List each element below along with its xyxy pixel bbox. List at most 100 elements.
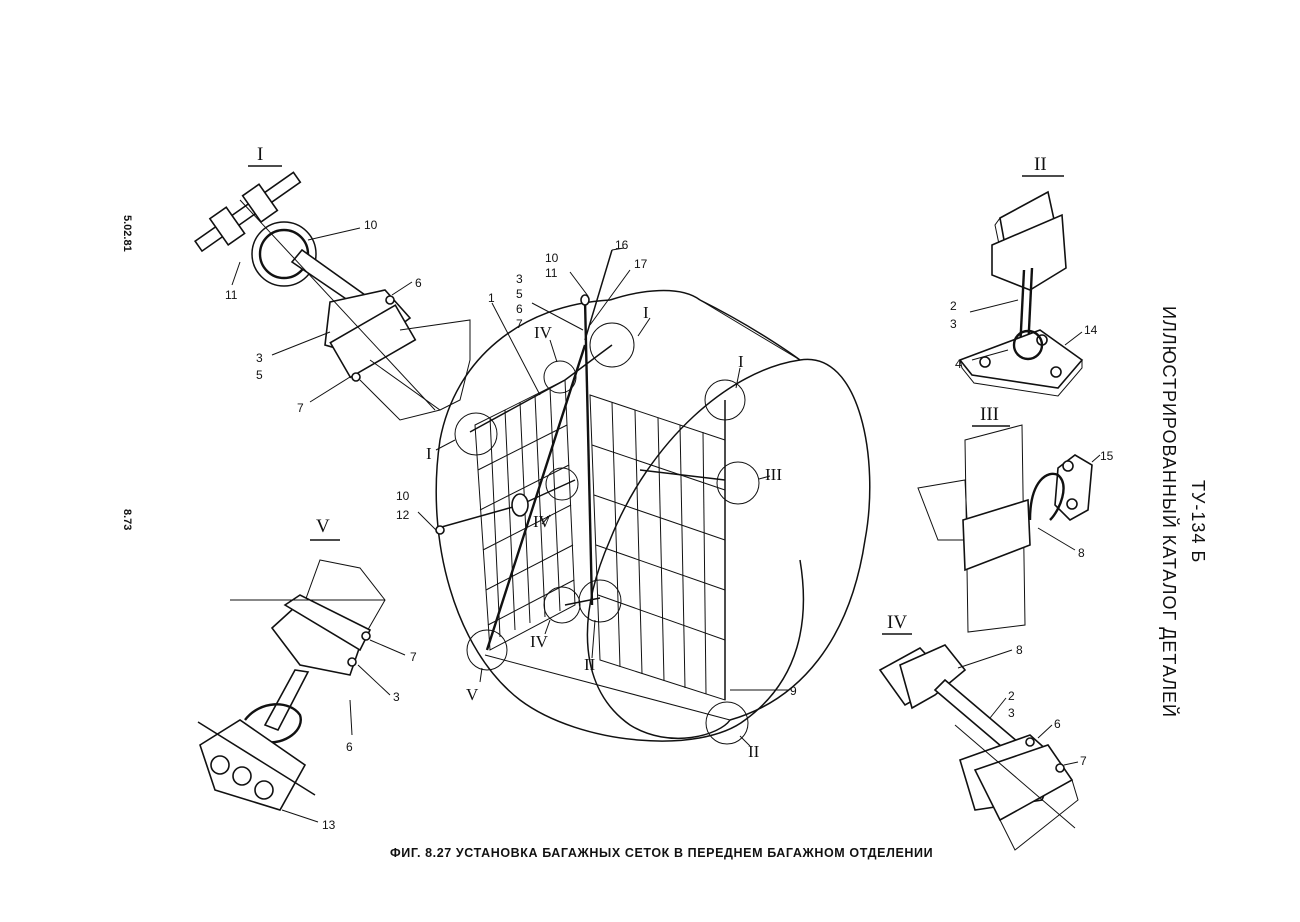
ref-3: 3 xyxy=(516,272,523,286)
callout-circle xyxy=(466,629,508,671)
base-bracket xyxy=(199,719,307,811)
view-title-III: III xyxy=(980,404,999,425)
hook xyxy=(511,493,529,517)
strap xyxy=(639,469,726,481)
fitting xyxy=(435,525,445,535)
callout-label-V: V xyxy=(466,685,479,704)
ref-11: 11 xyxy=(545,266,558,280)
strap-band xyxy=(329,304,417,379)
callout-label-I: I xyxy=(738,352,744,371)
hook-frame xyxy=(991,213,1067,291)
view-title-I: I xyxy=(257,144,263,165)
compartment-left-arc xyxy=(609,289,701,301)
detail-view-II: II 2 3 4 14 xyxy=(950,154,1098,397)
strap xyxy=(564,597,601,606)
strap xyxy=(583,299,594,606)
callout-circle xyxy=(716,461,760,505)
ref-2: 2 xyxy=(1008,689,1015,703)
ref-4: 4 xyxy=(955,357,962,371)
callout-label-IV: IV xyxy=(530,632,549,651)
ref-3: 3 xyxy=(256,351,263,365)
ref-16: 16 xyxy=(615,238,629,252)
hook-rod xyxy=(263,669,310,732)
hook-loop xyxy=(244,703,302,744)
ref-11: 11 xyxy=(225,288,238,302)
ref-3: 3 xyxy=(393,690,400,704)
compartment-edge-line xyxy=(699,299,801,361)
ref-7: 7 xyxy=(1080,754,1087,768)
ref-8: 8 xyxy=(1016,643,1023,657)
bracket-plate xyxy=(1054,454,1093,521)
compartment-front-outline xyxy=(435,299,805,742)
ref-17: 17 xyxy=(634,257,648,271)
figure-caption: ФИГ. 8.27 УСТАНОВКА БАГАЖНЫХ СЕТОК В ПЕР… xyxy=(390,846,933,860)
ref-7: 7 xyxy=(297,401,304,415)
callout-circle xyxy=(589,322,635,368)
ref-3: 3 xyxy=(1008,706,1015,720)
ref-6: 6 xyxy=(415,276,422,290)
callout-circle xyxy=(454,412,498,456)
strap-band xyxy=(283,594,372,652)
fitting xyxy=(580,294,590,306)
ref-3: 3 xyxy=(950,317,957,331)
detail-view-V: V 7 3 6 13 xyxy=(197,516,417,832)
ref-10: 10 xyxy=(364,218,378,232)
ref-10: 10 xyxy=(545,251,559,265)
callout-circle xyxy=(545,467,579,501)
buckle-frame xyxy=(899,644,967,710)
callout-circle xyxy=(543,586,581,624)
callout-circle xyxy=(704,379,746,421)
detail-view-IV: IV 8 2 3 6 7 xyxy=(878,612,1087,851)
ref-10-left: 10 xyxy=(396,489,410,503)
ref-8: 8 xyxy=(1078,546,1085,560)
fabric-strap xyxy=(359,379,441,421)
callout-label-IV: IV xyxy=(534,323,553,342)
hook-rod xyxy=(933,678,1020,754)
strap xyxy=(437,504,521,529)
ref-12-left: 12 xyxy=(396,508,410,522)
fabric-strap xyxy=(369,319,471,411)
callout-label-I: I xyxy=(426,444,432,463)
strap xyxy=(519,479,576,506)
ref-1: 1 xyxy=(488,291,495,305)
base-plate xyxy=(958,329,1084,389)
view-title-IV: IV xyxy=(887,612,907,633)
ref-2: 2 xyxy=(950,299,957,313)
doc-date: 5.02.81 xyxy=(121,215,133,252)
strap xyxy=(564,344,613,381)
baggage-net-right xyxy=(589,394,726,701)
compartment-rear-inner xyxy=(586,359,801,740)
callout-label-I: I xyxy=(643,303,649,322)
fabric-strap xyxy=(999,779,1079,851)
callout-label-II: II xyxy=(584,655,596,674)
view-title-II: II xyxy=(1034,154,1047,175)
ref-5: 5 xyxy=(256,368,263,382)
main-assembly: 10 11 16 17 3 5 6 7 1 10 12 9 I IV I I I… xyxy=(396,238,871,761)
ref-6: 6 xyxy=(516,302,523,316)
ref-9: 9 xyxy=(790,684,797,698)
catalog-title-line2: ИЛЛЮСТРИРОВАННЫЙ КАТАЛОГ ДЕТАЛЕЙ xyxy=(1159,306,1180,718)
hook-loop xyxy=(1028,472,1065,521)
detail-view-I: I 10 11 6 3 5 7 xyxy=(194,144,471,421)
callout-label-IV: IV xyxy=(533,512,552,531)
ref-13: 13 xyxy=(322,818,336,832)
compartment-edge-line xyxy=(484,654,731,721)
compartment-rear-outline xyxy=(699,299,871,721)
strap xyxy=(584,249,613,341)
callout-label-III: III xyxy=(765,465,782,484)
callout-circle xyxy=(543,360,577,394)
page-number: 8.73 xyxy=(121,509,133,530)
callout-circle xyxy=(705,701,749,745)
callout-circle xyxy=(578,579,622,623)
view-title-V: V xyxy=(316,516,330,537)
structure-post xyxy=(917,479,969,541)
detail-view-III: III 15 8 xyxy=(917,404,1114,633)
fitting-ring xyxy=(251,221,317,287)
ref-15: 15 xyxy=(1100,449,1114,463)
ref-14: 14 xyxy=(1084,323,1098,337)
clamp-band xyxy=(962,498,1031,572)
ref-6: 6 xyxy=(1054,717,1061,731)
ref-7: 7 xyxy=(410,650,417,664)
